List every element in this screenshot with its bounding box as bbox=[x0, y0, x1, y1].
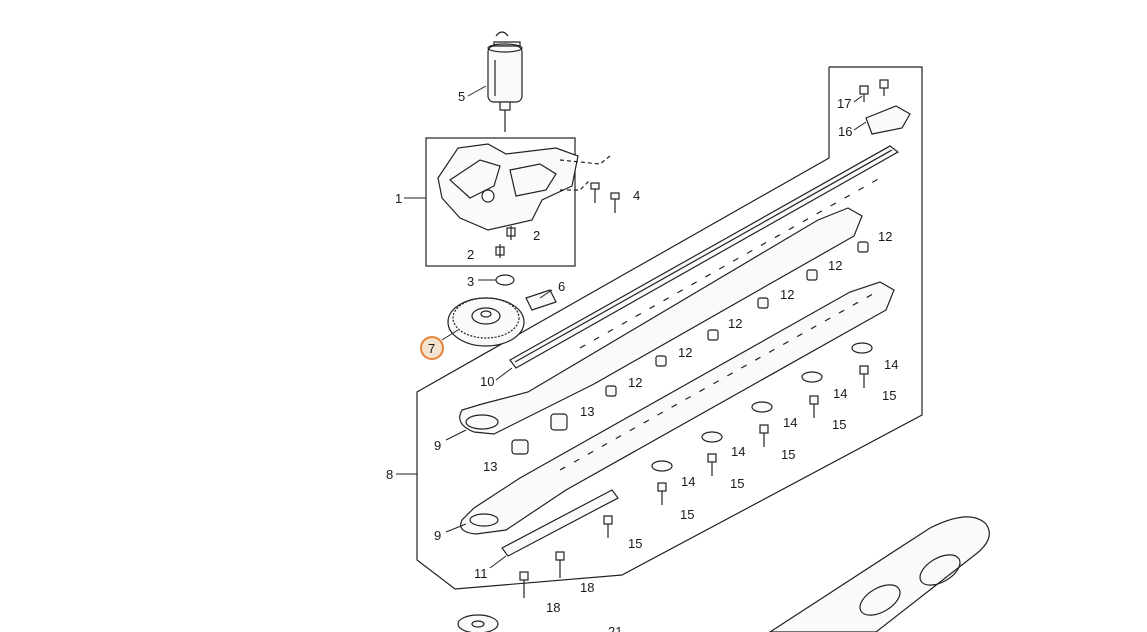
callout-12[interactable]: 12 bbox=[728, 316, 742, 331]
gearbox-frame bbox=[425, 137, 576, 267]
callout-8[interactable]: 8 bbox=[386, 467, 393, 482]
callout-6[interactable]: 6 bbox=[558, 279, 565, 294]
callout-15[interactable]: 15 bbox=[781, 447, 795, 462]
callout-labels: 1 2 2 3 4 5 6 7 8 9 9 10 11 12 12 12 12 … bbox=[386, 89, 898, 632]
callout-5[interactable]: 5 bbox=[458, 89, 465, 104]
callout-7: 7 bbox=[428, 341, 435, 356]
callout-15[interactable]: 15 bbox=[882, 388, 896, 403]
upper-blade-part[interactable] bbox=[459, 177, 881, 435]
callout-21[interactable]: 21 bbox=[608, 624, 622, 632]
callout-9[interactable]: 9 bbox=[434, 438, 441, 453]
callout-14[interactable]: 14 bbox=[884, 357, 898, 372]
callout-15[interactable]: 15 bbox=[832, 417, 846, 432]
callout-14[interactable]: 14 bbox=[681, 474, 695, 489]
screw-15-parts[interactable] bbox=[603, 365, 869, 538]
guard-part[interactable] bbox=[859, 79, 911, 135]
callout-12[interactable]: 12 bbox=[628, 375, 642, 390]
callout-14[interactable]: 14 bbox=[833, 386, 847, 401]
callout-12[interactable]: 12 bbox=[780, 287, 794, 302]
gear-housing-part[interactable] bbox=[437, 143, 611, 231]
plate-part[interactable] bbox=[501, 489, 619, 557]
motor-part[interactable] bbox=[487, 31, 523, 132]
callout-3[interactable]: 3 bbox=[467, 274, 474, 289]
callout-4[interactable]: 4 bbox=[633, 188, 640, 203]
callout-12[interactable]: 12 bbox=[678, 345, 692, 360]
spacer-parts[interactable] bbox=[511, 241, 869, 455]
callout-15[interactable]: 15 bbox=[680, 507, 694, 522]
callout-9[interactable]: 9 bbox=[434, 528, 441, 543]
callout-14[interactable]: 14 bbox=[731, 444, 745, 459]
callout-10[interactable]: 10 bbox=[480, 374, 494, 389]
shim-part[interactable] bbox=[525, 289, 557, 311]
callout-15[interactable]: 15 bbox=[730, 476, 744, 491]
callout-2[interactable]: 2 bbox=[467, 247, 474, 262]
guide-bar-part[interactable] bbox=[509, 145, 900, 369]
circlip-part[interactable] bbox=[495, 274, 515, 286]
callout-16[interactable]: 16 bbox=[838, 124, 852, 139]
blade-cover-part[interactable] bbox=[768, 516, 990, 632]
callout-1[interactable]: 1 bbox=[395, 191, 402, 206]
callout-2[interactable]: 2 bbox=[533, 228, 540, 243]
callout-13[interactable]: 13 bbox=[483, 459, 497, 474]
callout-17[interactable]: 17 bbox=[837, 96, 851, 111]
callout-18[interactable]: 18 bbox=[580, 580, 594, 595]
screw-4-parts[interactable] bbox=[590, 182, 620, 213]
screw-18-parts[interactable] bbox=[519, 551, 565, 598]
bottom-washer-part[interactable] bbox=[457, 614, 499, 632]
callout-15[interactable]: 15 bbox=[628, 536, 642, 551]
leader-lines bbox=[396, 85, 867, 569]
callout-7-selected[interactable]: 7 bbox=[420, 336, 444, 360]
callout-13[interactable]: 13 bbox=[580, 404, 594, 419]
callout-11[interactable]: 11 bbox=[474, 566, 488, 581]
washer-parts[interactable] bbox=[651, 342, 873, 472]
callout-14[interactable]: 14 bbox=[783, 415, 797, 430]
callout-12[interactable]: 12 bbox=[828, 258, 842, 273]
screw-2-parts[interactable] bbox=[495, 226, 516, 258]
assembly-frame-8 bbox=[416, 66, 923, 590]
callout-18[interactable]: 18 bbox=[546, 600, 560, 615]
callout-12[interactable]: 12 bbox=[878, 229, 892, 244]
gear-wheel-part[interactable] bbox=[447, 297, 525, 347]
